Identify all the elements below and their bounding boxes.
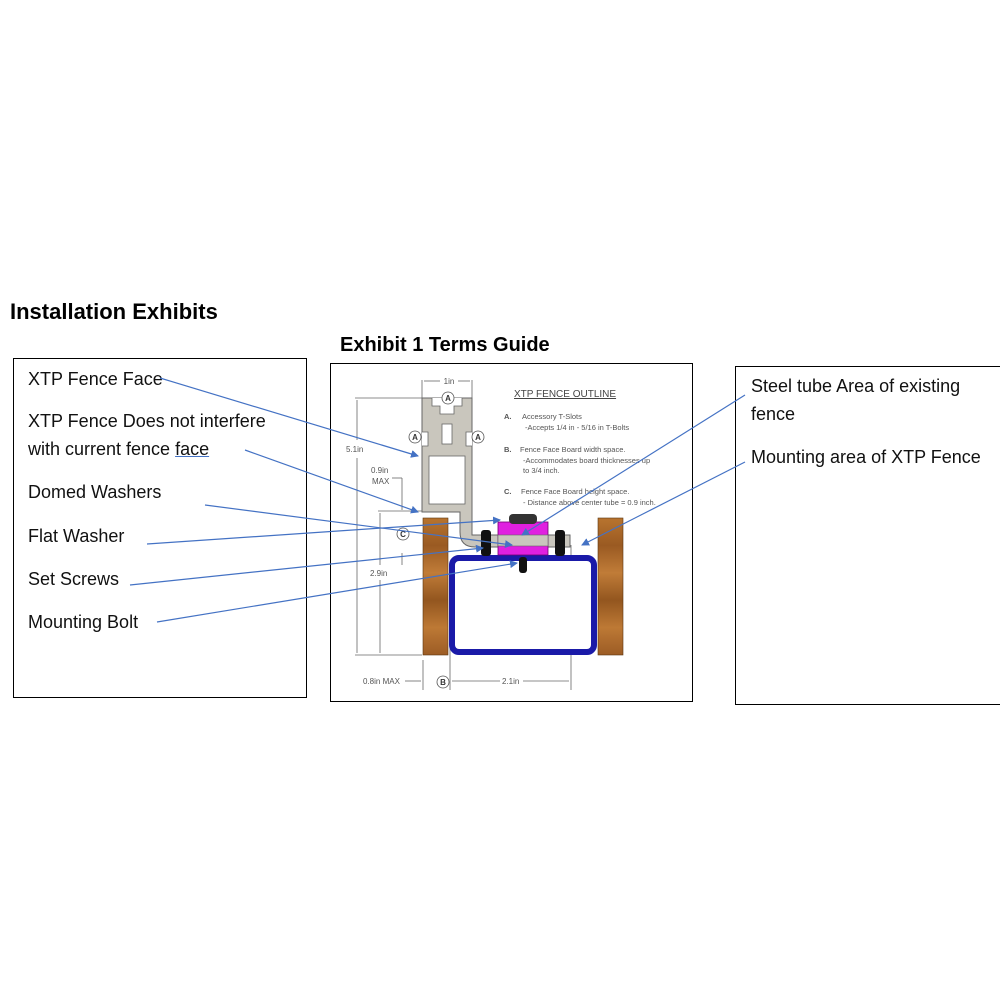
note-a-head: A.: [504, 412, 512, 421]
nut-left: [481, 530, 491, 556]
left-label-box: [13, 358, 307, 698]
svg-text:C: C: [400, 530, 406, 539]
note-b-detail: -Accommodates board thicknesses up: [523, 456, 650, 465]
dim-gap-max: MAX: [372, 477, 390, 486]
dim-height: 5.1in: [346, 445, 363, 454]
label-flat-washer: Flat Washer: [28, 526, 125, 546]
label-domed-washers: Domed Washers: [28, 482, 162, 502]
marker-a-top: A: [441, 391, 455, 405]
label-steel-tube-cont: fence: [751, 404, 796, 424]
note-c-detail: - Distance above center tube = 0.9 inch.: [523, 498, 656, 507]
dim-board: 0.8in MAX: [363, 677, 401, 686]
xtp-fence-profile: [421, 397, 571, 548]
note-a-detail: -Accepts 1/4 in - 5/16 in T-Bolts: [525, 423, 629, 432]
label-not-interfere-cont: with current fence face: [28, 439, 209, 460]
svg-text:A: A: [412, 433, 418, 442]
note-b-detail-cont: to 3/4 inch.: [523, 466, 560, 475]
svg-text:A: A: [475, 433, 481, 442]
t-slot-top: [431, 398, 463, 415]
dim-width: 1in: [444, 377, 455, 386]
right-label-box: [735, 366, 1000, 705]
svg-text:B: B: [440, 678, 446, 687]
left-fence-board: [422, 517, 449, 656]
callout-arrows: [129, 377, 746, 623]
marker-b: B: [436, 675, 450, 689]
note-b-head: B.: [504, 445, 512, 454]
spellcheck-word: face: [175, 439, 210, 459]
label-mounting-area: Mounting area of XTP Fence: [751, 447, 981, 467]
right-fence-board: [597, 517, 624, 656]
label-not-interfere: XTP Fence Does not interfere: [28, 411, 266, 431]
t-slot-left: [422, 431, 429, 447]
arrow-not-interfere: [244, 449, 419, 514]
arrow-mounting-area: [581, 461, 746, 546]
marker-a-right: A: [471, 430, 485, 444]
arrow-flat-washer: [146, 516, 501, 545]
svg-text:A: A: [445, 394, 451, 403]
label-steel-tube: Steel tube Area of existing: [751, 376, 961, 396]
mounting-bolt-head: [509, 514, 537, 524]
arrow-steel-tube: [521, 394, 746, 536]
profile-hollow: [428, 455, 466, 505]
note-c-head: C.: [504, 487, 512, 496]
arrow-mounting-bolt: [156, 560, 518, 623]
note-c-title: Fence Face Board height space.: [521, 487, 629, 496]
arrow-fence-face: [159, 377, 419, 458]
arrow-set-screws: [129, 544, 484, 586]
outline-title: XTP FENCE OUTLINE: [514, 389, 616, 400]
t-slot-right: [465, 431, 472, 447]
dim-tube-width: 2.1in: [502, 677, 519, 686]
dim-gap: 0.9in: [371, 466, 388, 475]
nut-right: [555, 530, 565, 556]
note-b-title: Fence Face Board width space.: [520, 445, 625, 454]
marker-a-left: A: [408, 430, 422, 444]
label-text: with current fence: [28, 439, 176, 459]
dim-tube-height: 2.9in: [370, 569, 387, 578]
profile-slot: [441, 423, 453, 445]
exhibit-title: Exhibit 1 Terms Guide: [340, 334, 550, 356]
page-title: Installation Exhibits: [10, 299, 218, 324]
note-a-title: Accessory T-Slots: [522, 412, 582, 421]
set-screw: [519, 557, 527, 573]
arrow-domed-washers: [204, 504, 513, 549]
label-mounting-bolt: Mounting Bolt: [28, 612, 139, 632]
label-set-screws: Set Screws: [28, 569, 120, 589]
label-fence-face: XTP Fence Face: [28, 369, 163, 389]
